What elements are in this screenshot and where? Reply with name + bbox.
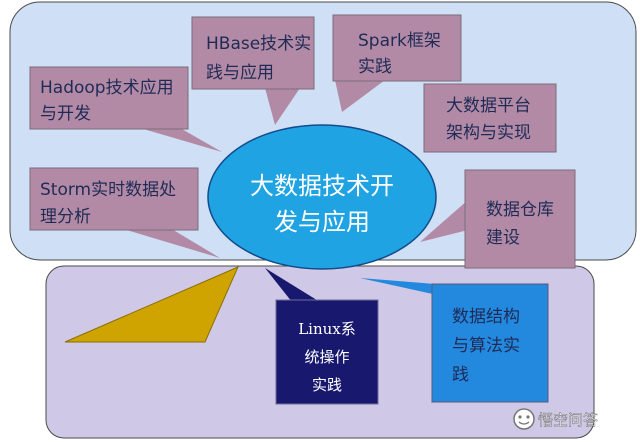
linux-box-line2: 统操作 xyxy=(304,348,349,366)
algo-box xyxy=(431,283,549,403)
algo-box-line2: 与算法实 xyxy=(452,336,520,356)
callout-hbase-line2: 践与应用 xyxy=(206,63,274,83)
callout-storm-line2: 理分析 xyxy=(40,207,91,227)
callout-spark-line2: 实践 xyxy=(358,57,392,77)
yellow-triangle xyxy=(64,266,239,343)
callout-warehouse-line1: 数据仓库 xyxy=(486,200,554,220)
algo-box-line1: 数据结构 xyxy=(452,307,520,327)
watermark-logo-icon xyxy=(513,408,535,430)
callout-spark-line1: Spark框架 xyxy=(358,31,441,51)
linux-box-line1: Linux系 xyxy=(298,320,356,338)
callout-hadoop-line1: Hadoop技术应用 xyxy=(40,78,174,98)
callout-spark xyxy=(332,14,462,112)
center-ellipse xyxy=(207,124,437,270)
callout-storm-line1: Storm实时数据处 xyxy=(40,180,176,200)
callout-platform-line2: 架构与实现 xyxy=(446,123,531,143)
callout-warehouse-line2: 建设 xyxy=(486,228,520,248)
linux-box-line3: 实践 xyxy=(312,376,342,394)
algo-box-line3: 践 xyxy=(452,365,469,385)
watermark-text: 悟空问答 xyxy=(538,411,598,429)
watermark: 悟空问答 xyxy=(513,408,598,430)
linux-pointer xyxy=(265,268,320,302)
callout-platform xyxy=(423,83,557,153)
callout-hbase xyxy=(191,16,315,125)
callout-hadoop-line2: 与开发 xyxy=(40,104,91,124)
center-title-line2: 发与应用 xyxy=(274,208,370,236)
callout-hadoop xyxy=(29,66,222,152)
callout-platform-line1: 大数据平台 xyxy=(446,96,531,116)
linux-box xyxy=(275,299,379,405)
callout-warehouse xyxy=(420,169,576,269)
center-title-line1: 大数据技术开 xyxy=(250,172,394,200)
callout-storm xyxy=(29,167,220,258)
callout-hbase-line1: HBase技术实 xyxy=(206,34,311,54)
